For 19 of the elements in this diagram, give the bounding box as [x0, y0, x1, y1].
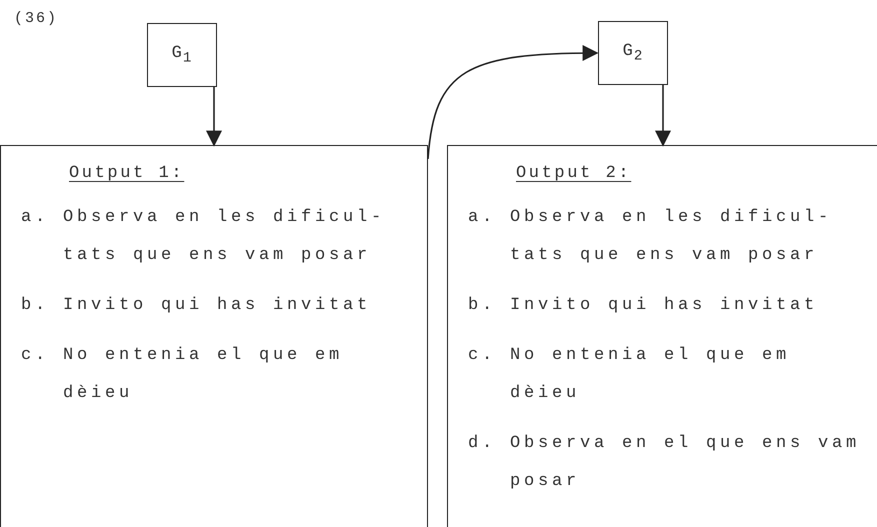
figure-number: (36) [14, 10, 58, 27]
output-box [0, 145, 428, 527]
arrow [427, 45, 599, 160]
output-heading: Output 1: [69, 164, 184, 183]
box-label: G$_{1}$ [172, 44, 192, 66]
arrow [655, 85, 671, 147]
list-item: b. Invito qui has invitat [21, 295, 372, 317]
list-item: a. Observa en les dificul- tats que ens vam posar [21, 207, 386, 267]
list-item: b. Invito qui has invitat [468, 295, 820, 317]
list-item: a. Observa en les dificul- tats que ens vam posar [468, 207, 834, 267]
process-box [598, 21, 668, 85]
output-box [447, 145, 877, 527]
list-item: c. No entenia el que em dèieu [468, 345, 792, 405]
box-label: G$_{2}$ [622, 42, 644, 64]
arrow [206, 87, 222, 147]
list-item: d. Observa en el que ens vam posar [468, 433, 862, 493]
process-box [147, 23, 217, 87]
list-item: c. No entenia el que em dèieu [21, 345, 344, 405]
output-heading: Output 2: [516, 164, 632, 183]
